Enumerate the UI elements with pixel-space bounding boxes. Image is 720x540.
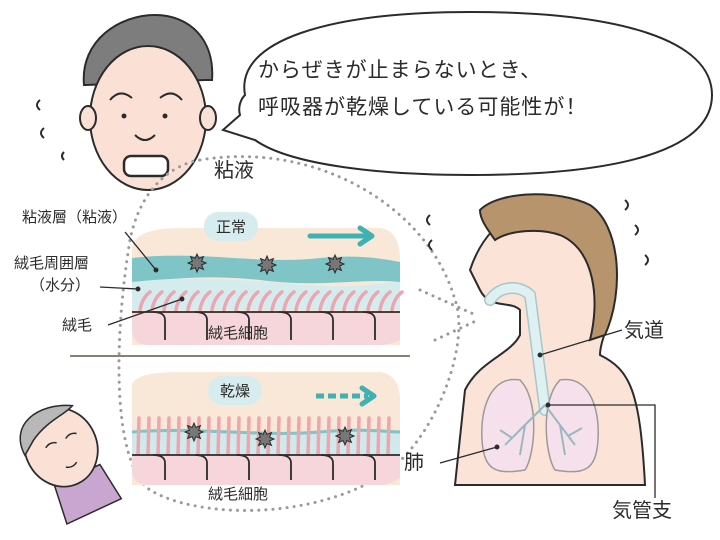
cilium [136, 416, 141, 457]
normal-badge: 正常 [204, 212, 259, 241]
dust-particle [334, 425, 356, 447]
cilium [354, 290, 368, 312]
cilium [216, 416, 221, 457]
cilium [316, 416, 321, 457]
dust-particle [254, 428, 276, 450]
speech-bubble-text: からぜきが止まらないとき、 呼吸器が乾燥している可能性が！ [258, 52, 587, 126]
cilium [186, 290, 200, 312]
cell-wall [236, 454, 250, 480]
cilium [378, 290, 392, 312]
label-periciliary-water: （水分） [30, 276, 91, 294]
cell-wall [362, 454, 376, 480]
cell-wall [278, 311, 292, 340]
cilium [198, 290, 212, 312]
label-periciliary-layer: 絨毛周囲層 [14, 254, 90, 272]
cilium [306, 290, 320, 312]
dry-airway-panel [131, 372, 401, 485]
cilium [256, 416, 261, 457]
cilium [206, 416, 211, 457]
dust-particle [186, 252, 208, 274]
dust-particle [183, 421, 205, 443]
cell-wall [362, 311, 376, 340]
dry-badge: 乾燥 [208, 376, 263, 405]
cilium [138, 290, 152, 312]
cilium [210, 290, 224, 312]
cilium [246, 416, 251, 457]
cilium [386, 416, 391, 457]
cilium [356, 416, 361, 457]
label-bronchi: 気管支 [612, 498, 672, 522]
bronchial-tree [499, 404, 583, 456]
cilium [366, 416, 371, 457]
dust-particles [183, 421, 356, 450]
cilium [150, 290, 164, 312]
cilium [390, 290, 404, 312]
cilium [296, 416, 301, 457]
dust-particle [256, 254, 278, 276]
cilium [258, 290, 272, 312]
cilium [162, 290, 176, 312]
cell-wall [320, 311, 334, 340]
cell-wall [152, 311, 166, 340]
label-cells-dry: 絨毛細胞 [208, 485, 269, 503]
cilium [294, 290, 308, 312]
dust-particle [324, 253, 346, 275]
right-lung [545, 378, 599, 473]
label-cilia: 絨毛 [62, 316, 93, 334]
label-lung: 肺 [404, 450, 424, 474]
cilium [226, 416, 231, 457]
cilium [366, 290, 380, 312]
cilium [270, 290, 284, 312]
label-airway: 気道 [624, 318, 664, 342]
coughing-man-illustration [36, 13, 217, 191]
cell-wall [320, 454, 334, 480]
cilium [222, 290, 236, 312]
cilium [236, 416, 241, 457]
cilium [330, 290, 344, 312]
cilium [276, 416, 281, 457]
cilium [166, 416, 171, 457]
cell-outlines [132, 311, 400, 340]
cilia-normal [138, 290, 404, 312]
respiratory-anatomy-figure [426, 193, 649, 486]
cell-wall [152, 454, 166, 480]
cilium [156, 416, 161, 457]
normal-airway-panel [132, 225, 404, 345]
label-mucus-layer: 粘液層（粘液） [22, 208, 128, 226]
cilium [326, 416, 331, 457]
cilium [234, 290, 248, 312]
cilium [176, 416, 181, 457]
sleeping-elder-illustration [19, 404, 123, 526]
cilium [342, 290, 356, 312]
cell-wall [236, 311, 250, 340]
cilium [146, 416, 151, 457]
cilium [376, 416, 381, 457]
dust-particles [186, 252, 346, 276]
label-cells-normal: 絨毛細胞 [208, 324, 269, 342]
cilium [306, 416, 311, 457]
cell-wall [194, 454, 208, 480]
anatomy-callout-lines [439, 329, 656, 498]
cilium [282, 290, 296, 312]
cell-outlines [132, 454, 400, 480]
speech-line-1: からぜきが止まらないとき、 [258, 58, 543, 82]
magnifier-outline [117, 155, 480, 512]
inset-title: 粘液 [214, 158, 254, 182]
cilium [318, 290, 332, 312]
speech-line-2: 呼吸器が乾燥している可能性が！ [258, 95, 588, 119]
cell-wall [194, 311, 208, 340]
speech-bubble [221, 10, 714, 177]
callout-lines [99, 231, 185, 326]
cilium [246, 290, 260, 312]
cilium [286, 416, 291, 457]
cell-wall [278, 454, 292, 480]
